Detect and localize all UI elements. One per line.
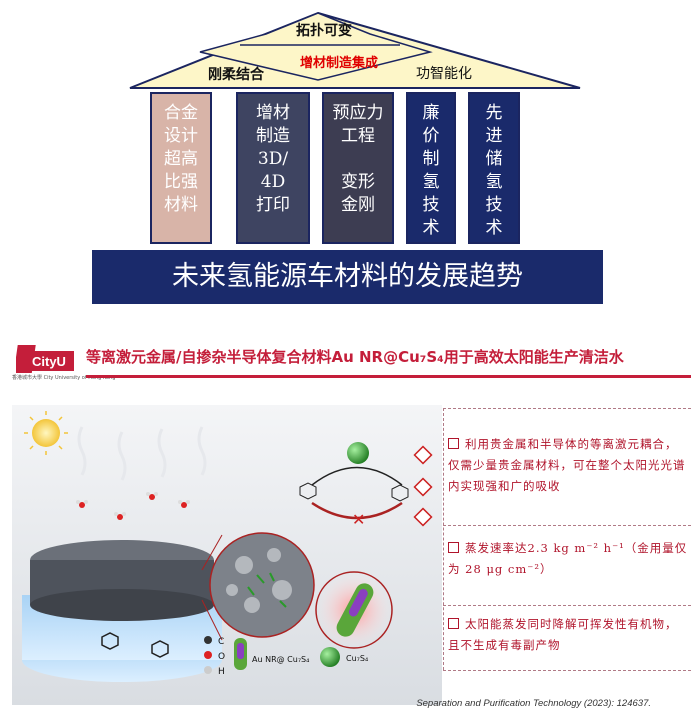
legend: C O H Au NR@ Cu₇S₄ Cu₇S₄: [204, 636, 368, 677]
porous-sponge-base: [30, 589, 214, 621]
schematic-figure: ✕ C O H Au NR@ Cu₇S₄ Cu₇S₄: [12, 405, 442, 705]
logo-wordmark: CityU: [32, 354, 66, 369]
trend-banner: 未来氢能源车材料的发展趋势: [92, 250, 603, 304]
bullet-divider: [443, 605, 691, 606]
cu7s4-catalyst-icon: [347, 442, 369, 464]
roof-top-label: 拓扑可变: [296, 23, 352, 39]
steam-wisps: [77, 426, 207, 481]
legend-cu7s4: Cu₇S₄: [346, 654, 368, 663]
roof-inner: [199, 12, 433, 81]
pillar-additive-manufacturing: 增材 制造 3D/ 4D 打印: [236, 92, 310, 244]
pillar-label: 先 进 储 氢 技 术: [485, 103, 503, 238]
pillar-hydrogen-production: 廉 价 制 氢 技 术: [406, 92, 456, 244]
roof-left-label: 刚柔结合: [208, 67, 264, 83]
bullet-item: 利用贵金属和半导体的等离激元耦合，仅需少量贵金属材料，可在整个太阳光光谱内实现强…: [448, 434, 688, 497]
reaction-arrow: [311, 466, 403, 486]
bullet-text: 太阳能蒸发同时降解可挥发性有机物，且不生成有毒副产物: [448, 617, 678, 652]
nanorod-marks: [247, 572, 287, 608]
gold-core: [348, 588, 368, 617]
bullet-text: 蒸发速率达2.3 kg m⁻² h⁻¹（金用量仅为 28 μg cm⁻²）: [448, 541, 688, 576]
zoom-pore-view: [209, 532, 315, 638]
logo-subtitle: 香港城市大學 City University of Hong Kong: [12, 375, 116, 381]
pore-texture: [226, 548, 292, 613]
bullet-panel-border: [443, 408, 444, 670]
water-molecules: [76, 492, 190, 520]
cross-icon: ✕: [352, 510, 365, 529]
pillar-label: 增材 制造 3D/ 4D 打印: [256, 103, 290, 215]
pillar-hydrogen-storage: 先 进 储 氢 技 术: [468, 92, 520, 244]
bullet-square-icon: [448, 618, 459, 629]
bullet-divider: [443, 408, 691, 409]
legend-nanorod: Au NR@ Cu₇S₄: [252, 655, 309, 664]
legend-o: O: [218, 652, 225, 662]
sun-icon: [24, 411, 68, 455]
zoom-line: [201, 534, 223, 571]
roof-diagram: [129, 11, 581, 89]
bullet-divider: [443, 525, 691, 526]
bullet-square-icon: [448, 542, 459, 553]
bullet-item: 太阳能蒸发同时降解可挥发性有机物，且不生成有毒副产物: [448, 614, 688, 656]
pillar-label: 廉 价 制 氢 技 术: [422, 103, 440, 238]
slide-title: 等离激元金属/自掺杂半导体复合材料Au NR@Cu₇S₄用于高效太阳能生产清洁水: [86, 348, 624, 366]
legend-c: C: [218, 637, 224, 647]
cityu-logo: CityU: [16, 345, 74, 373]
pillar-prestress-engineering: 预应力 工程 变形 金刚: [322, 92, 394, 244]
zoom-line: [201, 599, 223, 641]
citation: Separation and Purification Technology (…: [416, 698, 651, 709]
bullet-item: 蒸发速率达2.3 kg m⁻² h⁻¹（金用量仅为 28 μg cm⁻²）: [448, 538, 688, 580]
pillar-label: 预应力 工程 变形 金刚: [332, 103, 384, 215]
legend-h: H: [218, 667, 225, 677]
hazard-icons: [413, 445, 433, 527]
oxidized-molecule-icon: [391, 484, 409, 502]
phenol-molecule-icon: [101, 632, 169, 658]
roof-right-label: 功智能化: [416, 66, 472, 82]
pillar-label: 合金 设计 超高 比强 材料: [164, 103, 198, 215]
pillar-alloy-design: 合金 设计 超高 比强 材料: [150, 92, 212, 244]
title-underline: [86, 375, 691, 378]
phenol-molecule-icon: [299, 482, 317, 500]
bullet-divider: [443, 670, 691, 671]
bullet-square-icon: [448, 438, 459, 449]
roof-center-label: 增材制造集成: [300, 56, 379, 71]
blocked-path: [311, 501, 403, 520]
bullet-text: 利用贵金属和半导体的等离激元耦合，仅需少量贵金属材料，可在整个太阳光光谱内实现强…: [448, 437, 686, 493]
